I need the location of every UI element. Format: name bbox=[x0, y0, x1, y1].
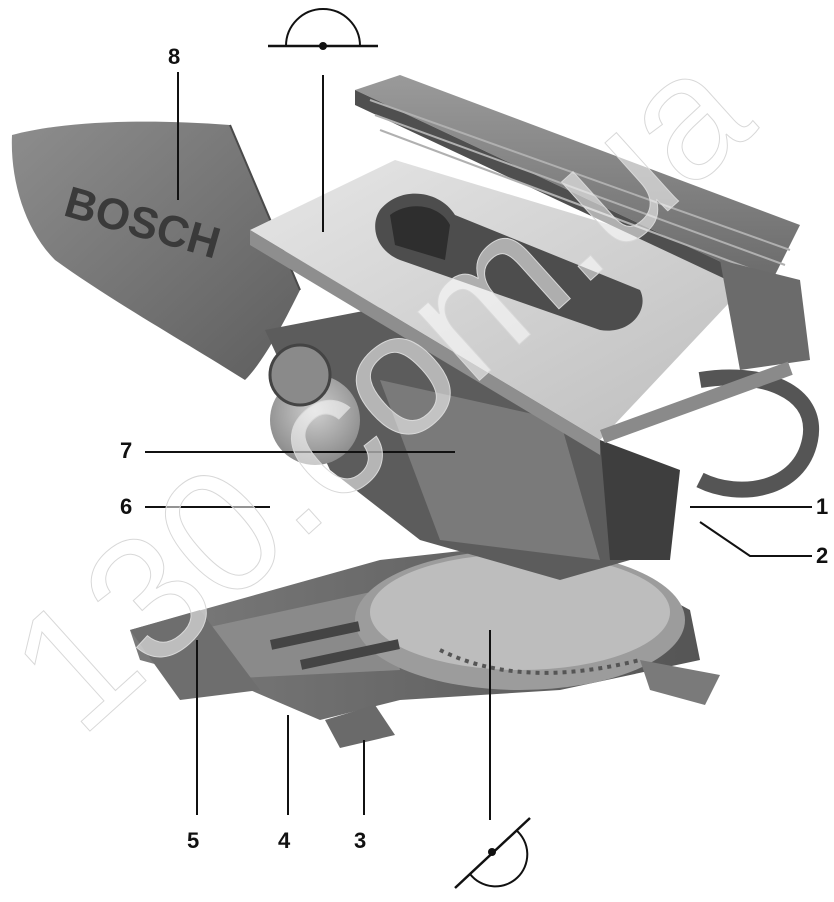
rip-fence bbox=[355, 75, 810, 370]
upper-blade-guard bbox=[375, 193, 643, 331]
callout-7: 7 bbox=[120, 438, 133, 463]
guide-rail bbox=[600, 361, 793, 444]
saw-base bbox=[130, 540, 720, 748]
callout-8: 8 bbox=[168, 44, 181, 69]
callout-3: 3 bbox=[354, 828, 367, 853]
callout-1: 1 bbox=[816, 494, 829, 519]
miter-angle-symbol bbox=[454, 817, 531, 889]
saw-head bbox=[265, 300, 680, 580]
callout-6: 6 bbox=[120, 494, 133, 519]
callout-2: 2 bbox=[816, 543, 829, 568]
leader-lines bbox=[145, 72, 812, 820]
callout-5: 5 bbox=[187, 828, 200, 853]
bevel-angle-symbol bbox=[268, 8, 378, 50]
callout-4: 4 bbox=[278, 828, 291, 853]
